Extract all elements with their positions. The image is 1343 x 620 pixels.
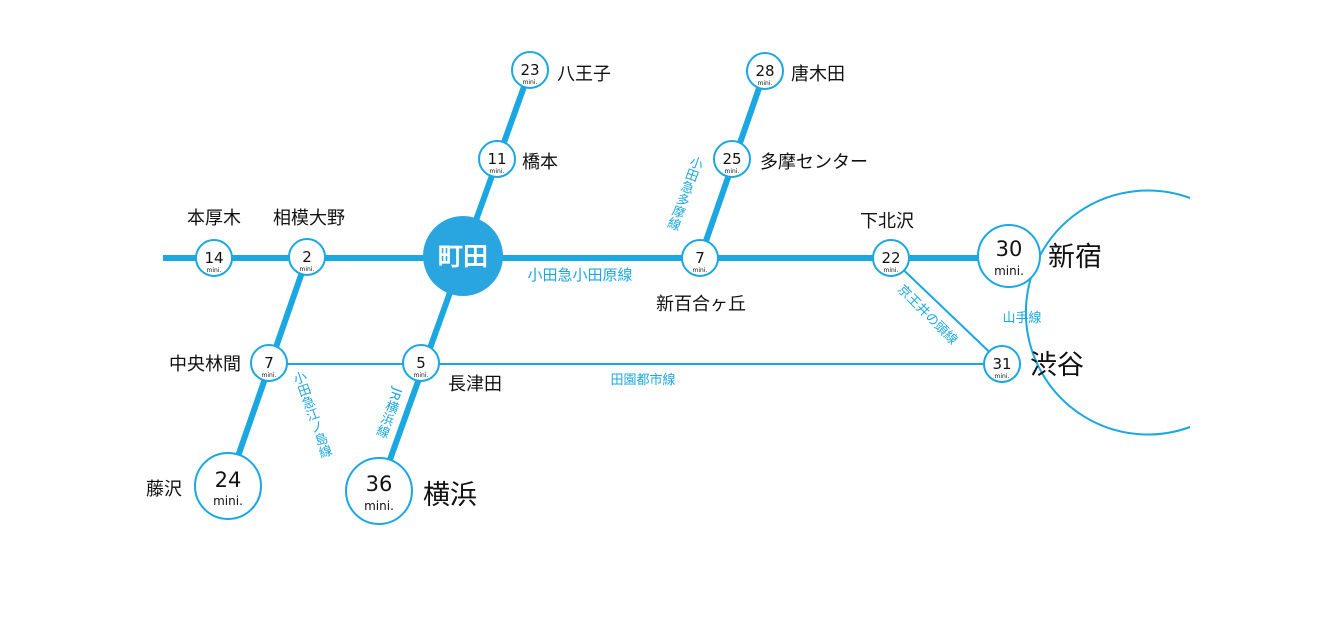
svg-text:25: 25 (722, 150, 741, 168)
svg-text:mini.: mini. (758, 80, 773, 87)
svg-text:新百合ヶ丘: 新百合ヶ丘 (656, 294, 746, 315)
svg-text:mini.: mini. (300, 266, 315, 273)
station-hachioji: 23 mini. 八王子 (511, 51, 611, 89)
svg-text:mini.: mini. (490, 168, 505, 175)
svg-text:中央林間: 中央林間 (169, 354, 241, 375)
svg-text:長津田: 長津田 (448, 374, 502, 395)
svg-text:唐木田: 唐木田 (791, 64, 845, 85)
svg-text:相模大野: 相模大野 (273, 208, 345, 229)
svg-text:28: 28 (755, 62, 774, 80)
svg-text:2: 2 (302, 248, 312, 266)
hub-label: 町田 (438, 242, 488, 271)
station-hashimoto: 11 mini. 橋本 (478, 140, 558, 178)
svg-text:24: 24 (215, 468, 242, 492)
station-honatsugi: 14 mini. 本厚木 (187, 208, 241, 277)
svg-text:7: 7 (264, 354, 274, 372)
svg-text:mini.: mini. (207, 267, 222, 274)
svg-text:31: 31 (992, 355, 1011, 373)
station-fujisawa: 24 mini. 藤沢 (146, 452, 262, 520)
svg-text:mini.: mini. (414, 372, 429, 379)
yamanote-line (1024, 189, 1191, 436)
station-shinjuku: 30 mini. 新宿 (977, 224, 1102, 288)
svg-text:30: 30 (996, 237, 1023, 261)
odakyu-odawara-label: 小田急小田原線 (527, 266, 632, 284)
station-tamacenter: 25 mini. 多摩センター (713, 140, 868, 178)
svg-text:mini.: mini. (693, 267, 708, 274)
svg-text:11: 11 (487, 150, 506, 168)
svg-text:mini.: mini. (995, 373, 1010, 380)
svg-text:mini.: mini. (262, 372, 277, 379)
station-shinyurigaoka: 7 mini. 新百合ヶ丘 (656, 239, 746, 315)
svg-text:新宿: 新宿 (1048, 242, 1102, 273)
station-nagatsuta: 5 mini. 長津田 (402, 344, 502, 395)
svg-text:橋本: 橋本 (522, 152, 558, 173)
svg-text:横浜: 横浜 (423, 480, 477, 511)
odakyu-tama-label: 小田急多摩線 (663, 153, 704, 232)
yamanote-label: 山手線 (1002, 310, 1041, 326)
svg-text:14: 14 (204, 249, 223, 267)
svg-text:22: 22 (881, 249, 900, 267)
svg-text:mini.: mini. (884, 267, 899, 274)
svg-text:mini.: mini. (523, 79, 538, 86)
svg-text:mini.: mini. (213, 494, 243, 508)
svg-text:mini.: mini. (994, 264, 1024, 278)
svg-text:36: 36 (366, 472, 393, 496)
svg-text:八王子: 八王子 (557, 64, 611, 85)
station-yokohama: 36 mini. 横浜 (345, 457, 477, 525)
station-shimokitazawa: 22 mini. 下北沢 (860, 211, 914, 277)
svg-text:5: 5 (416, 354, 426, 372)
svg-text:藤沢: 藤沢 (146, 479, 182, 500)
svg-text:23: 23 (520, 61, 539, 79)
svg-text:mini.: mini. (725, 168, 740, 175)
svg-text:本厚木: 本厚木 (187, 208, 241, 229)
odakyu-enoshima-label: 小田急江ノ島線 (289, 369, 333, 461)
svg-text:下北沢: 下北沢 (860, 211, 914, 232)
svg-text:7: 7 (695, 249, 705, 267)
svg-text:渋谷: 渋谷 (1030, 350, 1084, 381)
station-karakida: 28 mini. 唐木田 (746, 52, 845, 90)
svg-text:mini.: mini. (364, 499, 394, 513)
station-chuorinkan: 7 mini. 中央林間 (169, 344, 288, 382)
station-sagamiono: 2 mini. 相模大野 (273, 208, 345, 276)
keio-inokashira-line (890, 257, 1003, 365)
svg-text:多摩センター: 多摩センター (760, 152, 868, 173)
station-shibuya: 31 mini. 渋谷 (983, 345, 1084, 383)
denentoshi-label: 田園都市線 (610, 372, 675, 388)
hub-machida (423, 216, 503, 296)
